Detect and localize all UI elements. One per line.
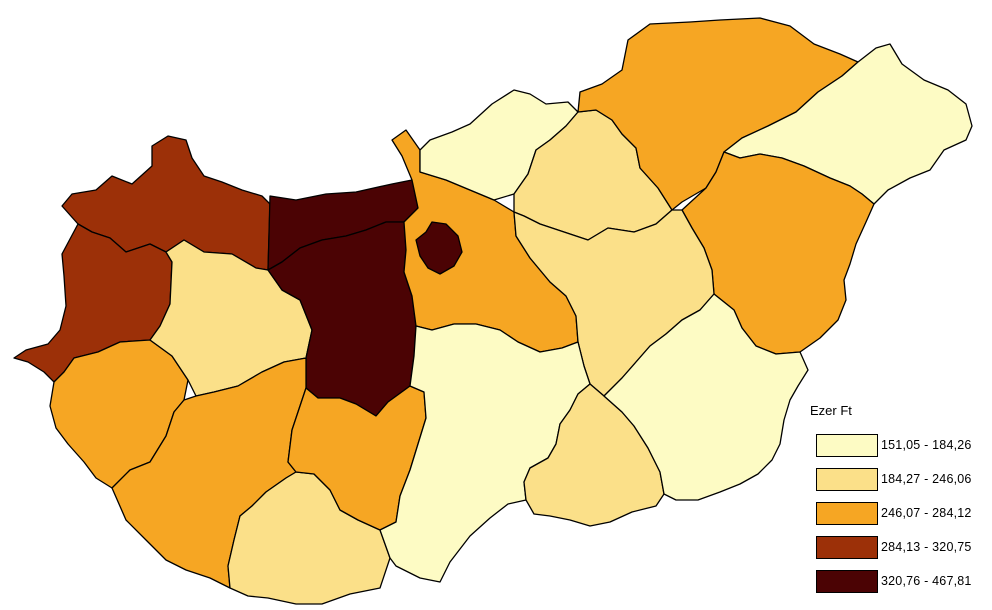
legend-swatch [816, 501, 878, 525]
legend-swatch [816, 433, 878, 457]
county-bekes [603, 293, 809, 501]
legend-item: 184,27 - 246,06 [816, 462, 986, 496]
legend-item: 246,07 - 284,12 [816, 496, 986, 530]
legend-item: 284,13 - 320,75 [816, 530, 986, 564]
county-budapest [415, 221, 463, 275]
legend-range-label: 284,13 - 320,75 [881, 540, 972, 554]
legend-range-label: 151,05 - 184,26 [881, 438, 972, 452]
legend-range-label: 320,76 - 467,81 [881, 574, 972, 588]
legend-range-label: 184,27 - 246,06 [881, 472, 972, 486]
legend-range-label: 246,07 - 284,12 [881, 506, 972, 520]
map-legend: Ezer Ft 151,05 - 184,26 184,27 - 246,06 … [810, 402, 986, 602]
legend-item: 320,76 - 467,81 [816, 564, 986, 598]
legend-swatch [816, 467, 878, 491]
legend-swatch [816, 569, 878, 593]
legend-title: Ezer Ft [810, 403, 852, 418]
legend-swatch [816, 535, 878, 559]
legend-item: 151,05 - 184,26 [816, 428, 986, 462]
